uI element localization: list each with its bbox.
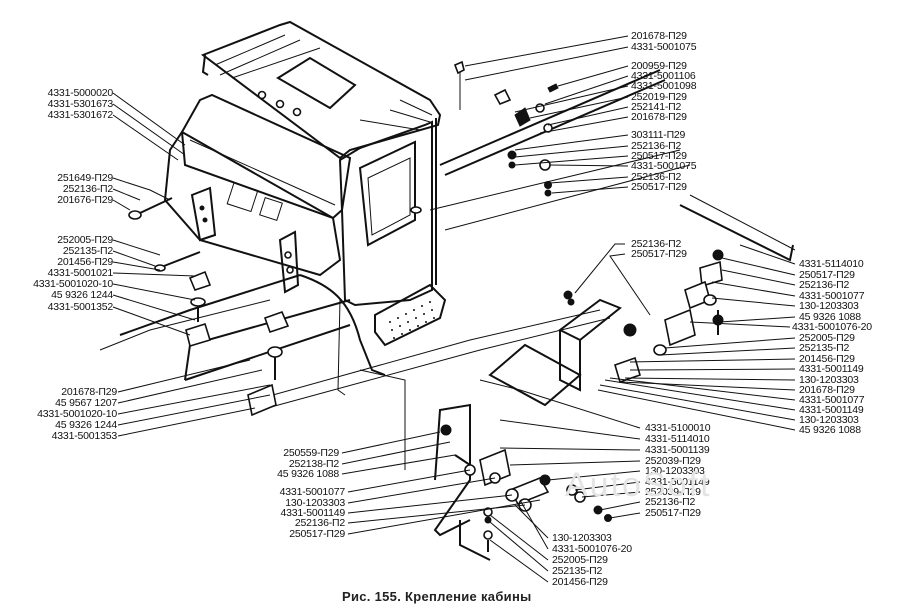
part-label: 4331-5001352	[47, 301, 114, 313]
part-label: 4331-5001075	[631, 160, 697, 172]
part-label: 252136-П2	[631, 140, 682, 152]
part-label: 130-1203303	[799, 374, 859, 386]
part-label: 200959-П29	[631, 60, 687, 72]
part-label: 201678-П29	[61, 386, 117, 398]
part-label: 252039-П29	[645, 486, 701, 498]
part-label: 4331-5301672	[47, 109, 114, 121]
part-label: 252005-П29	[799, 332, 855, 344]
part-label: 4331-5001098	[631, 80, 697, 92]
part-label: 45 9326 1088	[799, 311, 861, 323]
part-label: 45 9326 1088	[277, 468, 339, 480]
truck-cab	[163, 20, 447, 396]
part-label: 4331-5001020-10	[37, 408, 117, 420]
part-label: 252135-П2	[62, 245, 113, 257]
watermark: AutoSoft	[565, 466, 712, 504]
part-label: 4331-5001149	[645, 476, 710, 488]
part-label: 303111-П29	[631, 129, 686, 141]
part-label: 250517-П29	[799, 269, 855, 281]
part-label: 45 9326 1244	[55, 419, 117, 431]
part-label: 130-1203303	[285, 497, 345, 509]
part-label: 252138-П2	[288, 458, 339, 470]
part-label: 252039-П29	[645, 455, 701, 467]
part-label: 252005-П29	[552, 554, 608, 566]
part-label: 130-1203303	[552, 532, 612, 544]
part-label: 201678-П29	[631, 30, 687, 42]
part-label: 4331-5001149	[799, 363, 864, 375]
part-label: 4331-5100010	[645, 422, 711, 434]
part-label: 252136-П2	[631, 171, 682, 183]
part-label: 250559-П29	[283, 447, 339, 459]
part-label: 252136-П2	[62, 183, 113, 195]
part-label: 4331-5001076-20	[792, 321, 872, 333]
part-label: 201456-П29	[799, 353, 855, 365]
frame-rails	[99, 69, 796, 470]
part-label: 251649-П29	[57, 172, 113, 184]
part-label: 130-1203303	[799, 414, 859, 426]
figure-caption: Рис. 155. Крепление кабины	[342, 589, 532, 604]
part-label: 252136-П2	[631, 238, 682, 250]
part-label: 252136-П2	[799, 279, 850, 291]
part-label: 252136-П2	[294, 517, 345, 529]
part-label: 4331-5001077	[799, 290, 865, 302]
part-label: 4331-5114010	[645, 433, 710, 445]
part-label: 252141-П2	[631, 101, 682, 113]
part-label: 252136-П2	[645, 496, 696, 508]
part-label: 4331-5001020-10	[33, 278, 113, 290]
part-label: 252005-П29	[57, 234, 113, 246]
part-label: 130-1203303	[799, 300, 859, 312]
part-label: 130-1203303	[645, 465, 705, 477]
part-label: 4331-5001077	[279, 486, 346, 498]
part-label: 4331-5301673	[47, 98, 114, 110]
part-label: 252135-П2	[552, 565, 603, 577]
part-label: 4331-5000020	[47, 87, 114, 99]
part-label: 201676-П29	[57, 194, 113, 206]
part-label: 201456-П29	[57, 256, 113, 268]
part-label: 4331-5001106	[631, 70, 696, 82]
rear-upper-mount	[453, 60, 559, 197]
part-label: 4331-5114010	[799, 258, 864, 270]
part-label: 45 9326 1244	[51, 289, 113, 301]
part-label: 252019-П29	[631, 91, 687, 103]
part-label: 250517-П29	[631, 181, 687, 193]
part-label: 4331-5001149	[799, 404, 864, 416]
part-label: 250517-П29	[289, 528, 345, 540]
part-label: 250517-П29	[645, 507, 701, 519]
part-label: 250517-П29	[631, 248, 687, 260]
part-label: 45 9567 1207	[55, 397, 117, 409]
part-label: 45 9326 1088	[799, 424, 861, 436]
part-label: 4331-5001139	[645, 444, 710, 456]
part-label: 4331-5001021	[47, 267, 114, 279]
part-label: 201678-П29	[631, 111, 687, 123]
part-label: 201678-П29	[799, 384, 855, 396]
front-mounts	[128, 186, 300, 417]
leader-lines	[112, 35, 796, 583]
part-label: 252135-П2	[799, 342, 850, 354]
part-label: 4331-5001075	[631, 41, 697, 53]
part-label: 4331-5001149	[280, 507, 345, 519]
part-label: 4331-5001076-20	[552, 543, 632, 555]
part-label: 250517-П29	[631, 150, 687, 162]
part-label: 4331-5001077	[799, 394, 865, 406]
part-label: 4331-5001353	[51, 430, 118, 442]
part-label: 201456-П29	[552, 576, 608, 588]
